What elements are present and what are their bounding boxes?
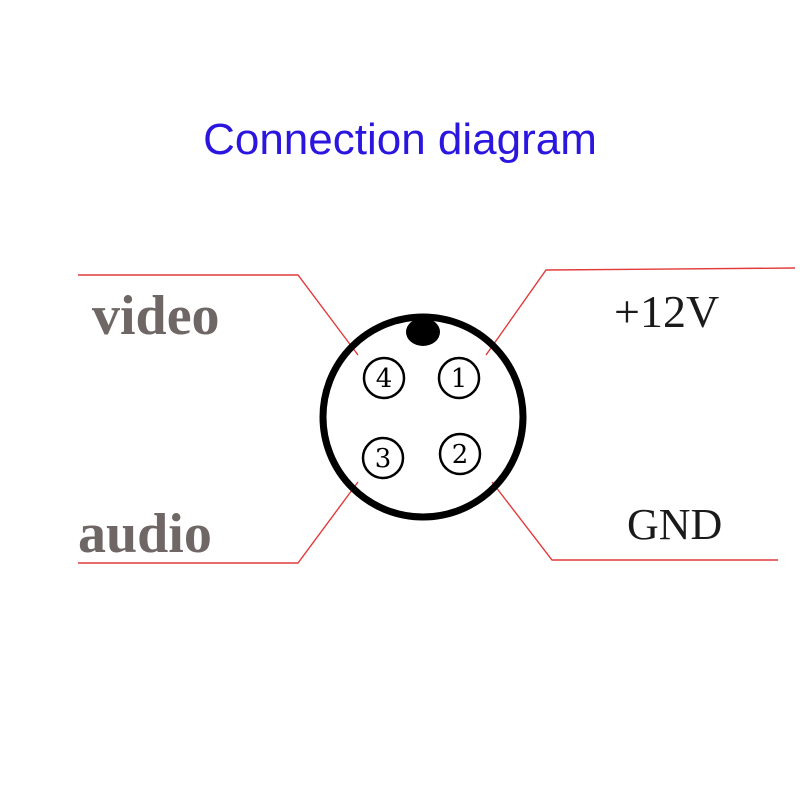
connector-ring: [319, 313, 527, 521]
wire-group: [78, 267, 796, 564]
pin-3-number: 3: [375, 444, 392, 474]
pin-3: 3: [361, 436, 405, 480]
pin-2: 2: [438, 432, 482, 476]
pin-2-circle: [438, 432, 482, 476]
pin-4-number: 4: [376, 364, 393, 394]
power-label: +12V: [614, 286, 719, 337]
audio-label: audio: [78, 503, 212, 565]
video-label: video: [92, 285, 220, 347]
pin-4-circle: [362, 356, 406, 400]
power-wire: [485, 267, 796, 356]
connector-key-notch: [406, 318, 440, 346]
ground-wire: [491, 481, 778, 561]
pin-3-circle: [361, 436, 405, 480]
pin-2-number: 2: [452, 440, 469, 470]
pin-1-circle: [437, 356, 481, 400]
connector: 4 1 3 2: [319, 313, 527, 521]
audio-wire: [78, 481, 359, 564]
diagram-title: Connection diagram: [203, 115, 597, 164]
pin-1-number: 1: [451, 364, 468, 394]
pin-1: 1: [437, 356, 481, 400]
video-wire: [78, 274, 359, 356]
ground-label: GND: [627, 500, 722, 549]
pin-4: 4: [362, 356, 406, 400]
